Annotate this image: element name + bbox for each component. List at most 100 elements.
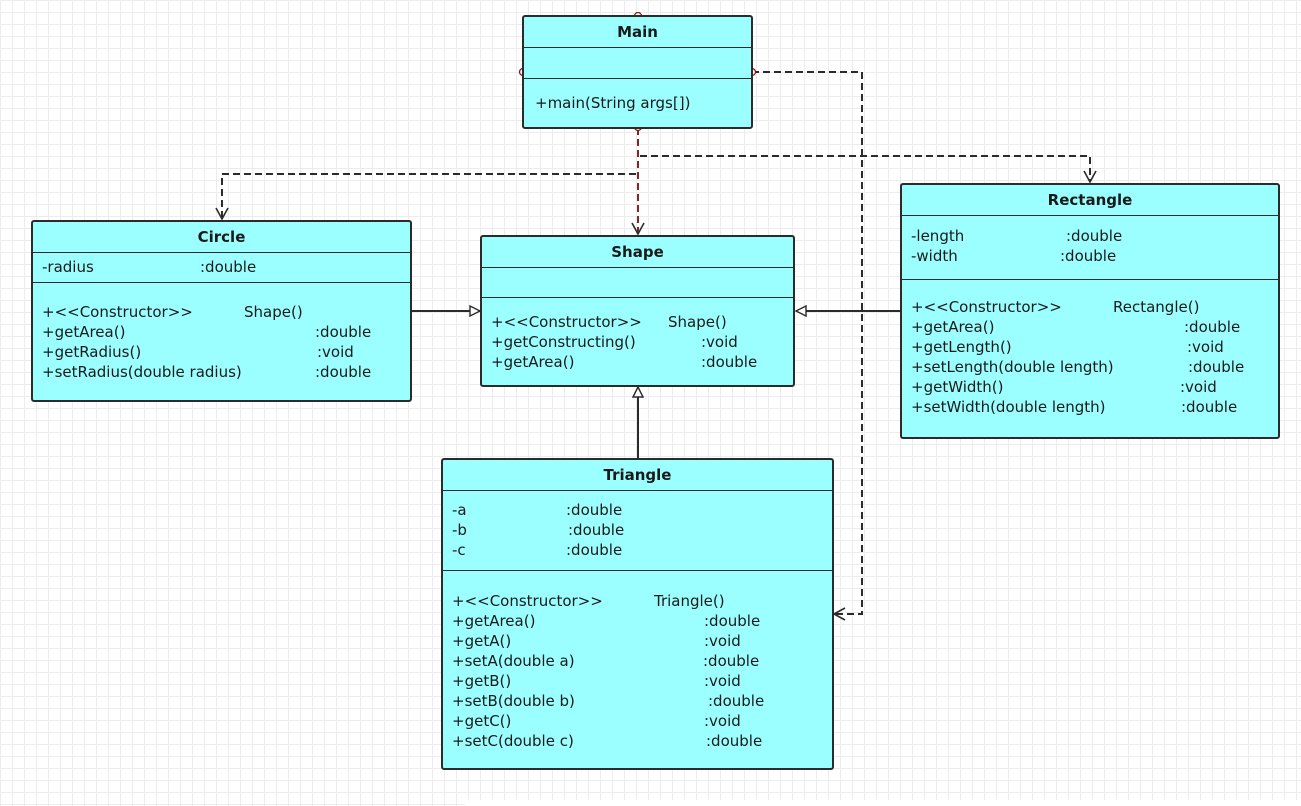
operation-row: +getConstructing() :void [491, 332, 793, 352]
operation-name: +setC(double c) [452, 732, 574, 750]
class-triangle-title: Triangle [443, 460, 832, 491]
operation-name: +getArea() [911, 318, 995, 336]
operation-row: +setLength(double length) :double [911, 357, 1278, 377]
operation-name: +getArea() [491, 353, 575, 371]
operation-row: +setA(double a) :double [452, 651, 832, 671]
operation-row: +getArea() :double [491, 352, 793, 372]
attribute-type: :double [566, 501, 623, 519]
operation-name: +<<Constructor>> [452, 592, 603, 610]
class-rectangle-attributes: -length :double -width :double [902, 216, 1278, 280]
operation-return: :double [708, 692, 765, 710]
operation-name: +getArea() [42, 323, 126, 341]
attribute-type: :double [1060, 247, 1117, 265]
class-triangle[interactable]: Triangle -a :double -b :double -c :doubl… [441, 458, 834, 770]
operation-row: +<<Constructor>> Triangle() [452, 591, 832, 611]
canvas-edge [465, 800, 1301, 806]
operation-return: :void [704, 632, 741, 650]
attribute-name: -width [911, 247, 958, 265]
operation-name: +setA(double a) [452, 652, 575, 670]
attribute-row: -length :double [911, 226, 1278, 246]
attribute-name: -a [452, 501, 467, 519]
class-triangle-attributes: -a :double -b :double -c :double [443, 491, 832, 571]
class-circle-title: Circle [33, 222, 410, 253]
operation-return: :void [317, 343, 354, 361]
operation-name: +<<Constructor>> [42, 303, 193, 321]
operation-return: :void [1187, 338, 1224, 356]
class-rectangle[interactable]: Rectangle -length :double -width :double… [900, 183, 1280, 439]
operation-name: +setRadius(double radius) [42, 363, 242, 381]
operation-row: +<<Constructor>> Shape() [491, 312, 793, 332]
operation-name: +main(String args[]) [535, 94, 691, 112]
attribute-type: :double [566, 541, 623, 559]
operation-row: +setRadius(double radius) :double [42, 362, 410, 382]
operation-return: :double [315, 363, 372, 381]
operation-row: +<<Constructor>> Rectangle() [911, 297, 1278, 317]
operation-return: :double [315, 323, 372, 341]
operation-row: +getB() :void [452, 671, 832, 691]
attribute-type: :double [568, 521, 625, 539]
attribute-name: -b [452, 521, 467, 539]
operation-return: :double [701, 353, 758, 371]
class-main-operations: +main(String args[]) [524, 79, 751, 113]
operation-return: :double [1188, 358, 1245, 376]
operation-row: +<<Constructor>> Shape() [42, 302, 410, 322]
operation-row: +getArea() :double [452, 611, 832, 631]
class-shape-title: Shape [482, 237, 793, 268]
attribute-row: -radius :double [42, 257, 410, 277]
class-shape-attributes [482, 268, 793, 298]
main-rectangle-dependency [640, 155, 1097, 184]
attribute-row: -a :double [452, 500, 832, 520]
operation-row: +getRadius() :void [42, 342, 410, 362]
operation-return: :void [704, 712, 741, 730]
attribute-row: -b :double [452, 520, 832, 540]
operation-return: Shape() [244, 303, 303, 321]
operation-return: :double [706, 732, 763, 750]
operation-return: Rectangle() [1113, 298, 1200, 316]
class-circle[interactable]: Circle -radius :double +<<Constructor>> … [31, 220, 412, 402]
operation-name: +getLength() [911, 338, 1012, 356]
operation-name: +getB() [452, 672, 512, 690]
operation-row: +getArea() :double [911, 317, 1278, 337]
operation-row: +getC() :void [452, 711, 832, 731]
operation-return: :double [1181, 398, 1238, 416]
operation-row: +getWidth() :void [911, 377, 1278, 397]
operation-return: :double [704, 612, 761, 630]
operation-row: +main(String args[]) [533, 93, 751, 113]
operation-return: :void [701, 333, 738, 351]
operation-name: +getC() [452, 712, 512, 730]
operation-row: +getArea() :double [42, 322, 410, 342]
class-triangle-operations: +<<Constructor>> Triangle() +getArea() :… [443, 571, 832, 751]
main-triangle-dependency [752, 71, 863, 621]
operation-return: :double [703, 652, 760, 670]
operation-row: +getA() :void [452, 631, 832, 651]
operation-row: +setWidth(double length) :double [911, 397, 1278, 417]
attribute-row: -c :double [452, 540, 832, 560]
attribute-name: -radius [42, 258, 94, 276]
attribute-row: -width :double [911, 246, 1278, 266]
operation-name: +getA() [452, 632, 512, 650]
attribute-name: -length [911, 227, 965, 245]
class-shape[interactable]: Shape +<<Constructor>> Shape() +getConst… [480, 235, 795, 387]
operation-return: Shape() [668, 313, 727, 331]
attribute-name: -c [452, 541, 466, 559]
operation-return: :void [704, 672, 741, 690]
class-rectangle-operations: +<<Constructor>> Rectangle() +getArea() … [902, 280, 1278, 417]
attribute-type: :double [1066, 227, 1123, 245]
operation-return: Triangle() [654, 592, 725, 610]
operation-row: +getLength() :void [911, 337, 1278, 357]
operation-return: :double [1184, 318, 1241, 336]
operation-name: +getArea() [452, 612, 536, 630]
operation-name: +getRadius() [42, 343, 142, 361]
class-main[interactable]: Main +main(String args[]) [522, 15, 753, 129]
operation-name: +setB(double b) [452, 692, 575, 710]
operation-row: +setB(double b) :double [452, 691, 832, 711]
class-shape-operations: +<<Constructor>> Shape() +getConstructin… [482, 298, 793, 372]
class-main-title: Main [524, 17, 751, 48]
operation-return: :void [1180, 378, 1217, 396]
operation-name: +setLength(double length) [911, 358, 1114, 376]
class-circle-attributes: -radius :double [33, 253, 410, 283]
operation-name: +setWidth(double length) [911, 398, 1106, 416]
operation-name: +getWidth() [911, 378, 1004, 396]
class-rectangle-title: Rectangle [902, 185, 1278, 216]
main-circle-dependency [215, 173, 636, 221]
